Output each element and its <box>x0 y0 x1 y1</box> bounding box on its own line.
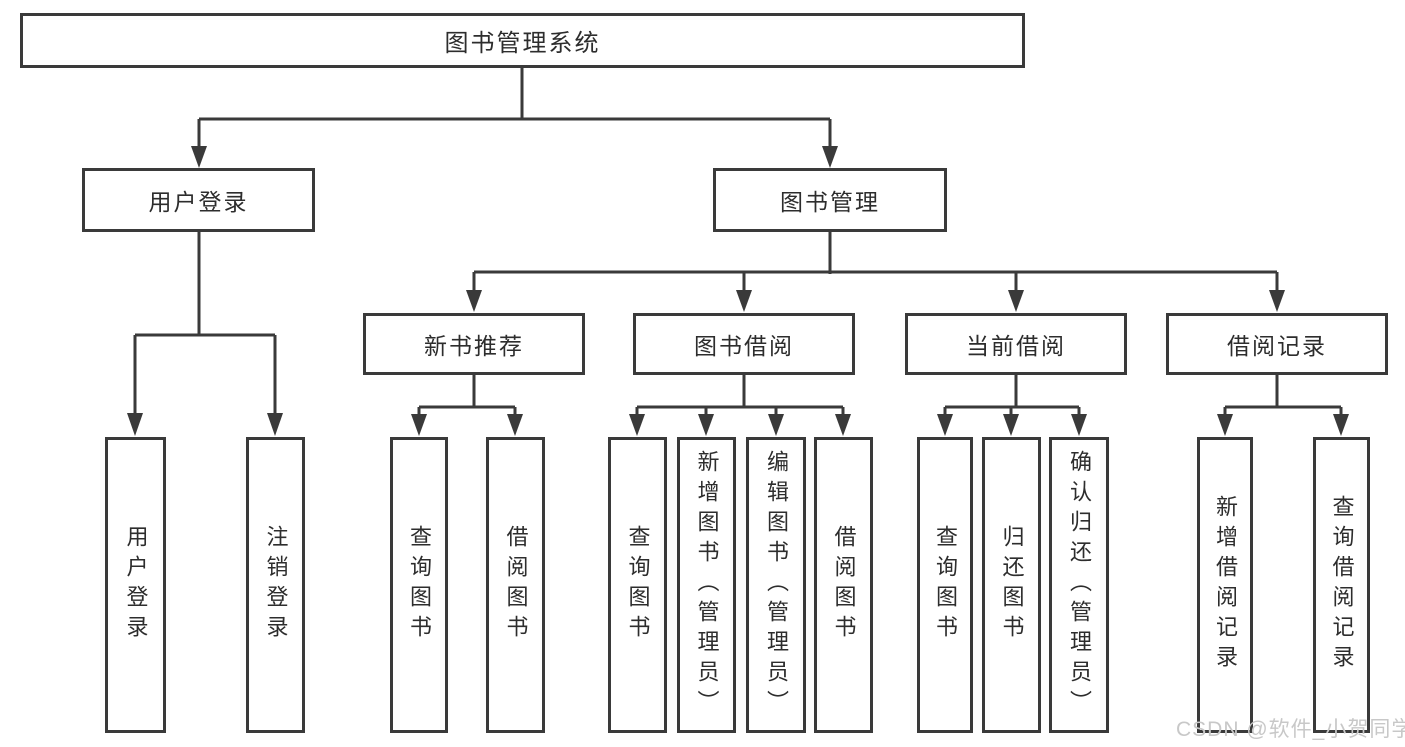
node-current-borrow: 当前借阅 <box>905 313 1127 375</box>
arrow-heads <box>127 146 1349 436</box>
node-logout: 注销登录 <box>246 437 305 733</box>
node-query-books-1: 查询图书 <box>390 437 448 733</box>
node-query-books-3: 查询图书 <box>917 437 973 733</box>
node-borrow-book-2: 借阅图书 <box>814 437 873 733</box>
tree-edges <box>133 68 1343 418</box>
node-book-mgmt: 图书管理 <box>713 168 947 232</box>
node-book-borrow: 图书借阅 <box>633 313 855 375</box>
node-return-book: 归还图书 <box>982 437 1041 733</box>
watermark-text: CSDN @软件_小贺同学 <box>1176 718 1405 741</box>
node-new-book-recommend: 新书推荐 <box>363 313 585 375</box>
node-edit-book-admin: 编辑图书（管理员） <box>746 437 806 733</box>
node-query-books-2: 查询图书 <box>608 437 667 733</box>
node-borrow-book-1: 借阅图书 <box>486 437 545 733</box>
node-user-login: 用户登录 <box>82 168 315 232</box>
node-add-book-admin: 新增图书（管理员） <box>677 437 736 733</box>
node-confirm-return-admin: 确认归还（管理员） <box>1049 437 1109 733</box>
node-query-borrow-record: 查询借阅记录 <box>1313 437 1370 733</box>
node-root-system: 图书管理系统 <box>20 13 1025 68</box>
node-user-login-leaf: 用户登录 <box>105 437 166 733</box>
node-borrow-records: 借阅记录 <box>1166 313 1388 375</box>
node-add-borrow-record: 新增借阅记录 <box>1197 437 1253 733</box>
